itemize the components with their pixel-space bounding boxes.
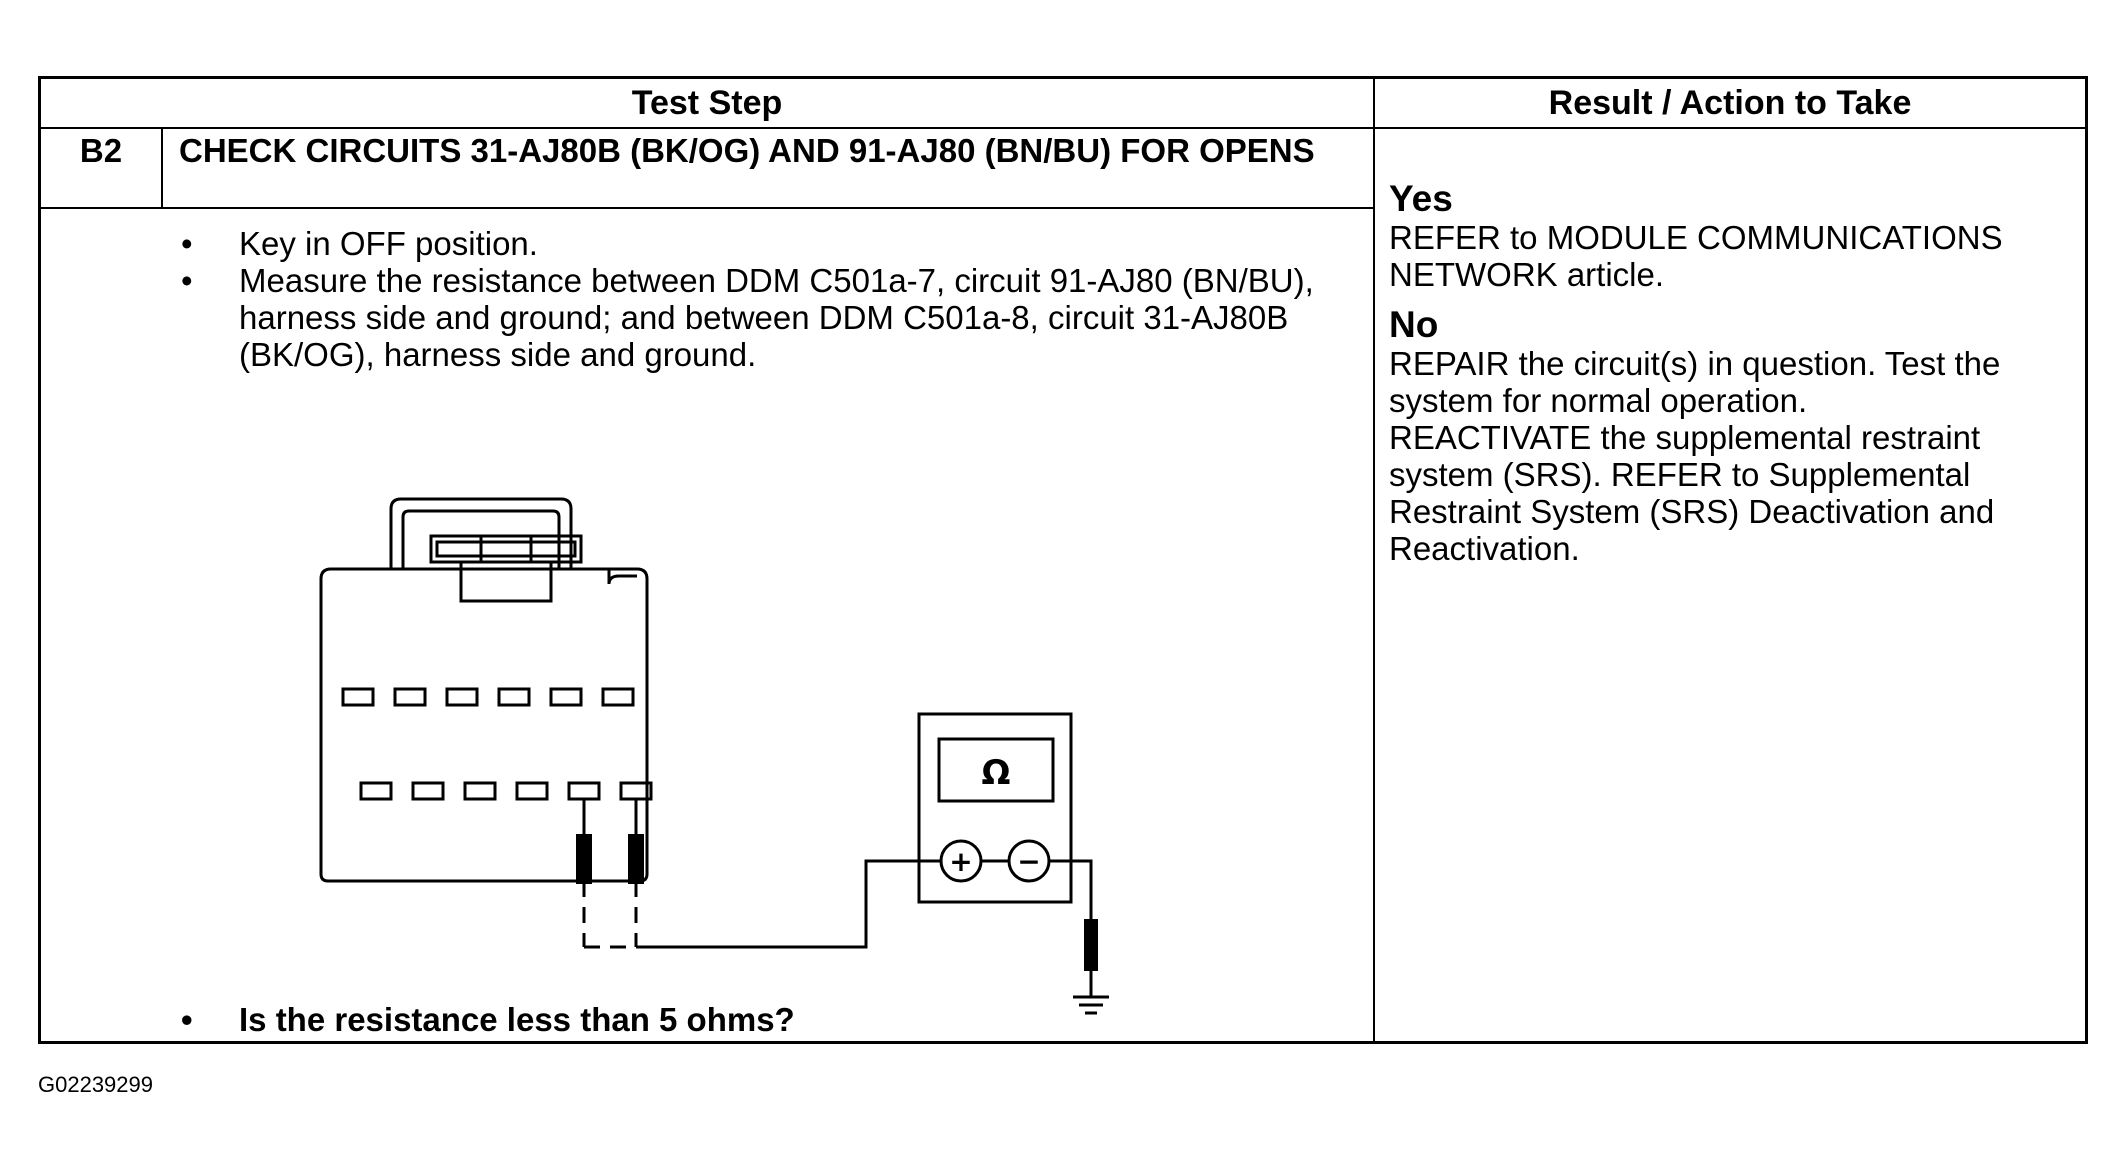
connector-latch <box>389 497 573 569</box>
figure-id: G02239299 <box>38 1072 153 1097</box>
header-result-action: Result / Action to Take <box>1548 84 1912 122</box>
positive-test-lead <box>636 859 929 949</box>
ground-probe <box>1084 919 1098 971</box>
ohmmeter-body <box>917 712 1073 904</box>
title-row-divider <box>41 207 1373 209</box>
step-id: B2 <box>79 132 123 169</box>
ohmmeter-display <box>937 737 1055 803</box>
plus-symbol: + <box>949 845 972 878</box>
no-action-reactivate: REACTIVATE the supplemental restraint sy… <box>1389 419 1995 567</box>
yes-label: Yes <box>1389 178 1453 219</box>
terminal-cavity <box>497 687 531 707</box>
header-test-step: Test Step <box>631 84 783 122</box>
terminal-cavity <box>393 687 427 707</box>
test-step-table: Test Step Result / Action to Take B2 CHE… <box>38 76 2088 1044</box>
terminal-cavity <box>411 781 445 801</box>
instruction-item: Key in OFF position. <box>179 225 1369 262</box>
instruction-item: Measure the resistance between DDM C501a… <box>179 262 1369 373</box>
yes-action: REFER to MODULE COMMUNICATIONS NETWORK a… <box>1389 219 2003 293</box>
minus-symbol: − <box>1017 845 1040 878</box>
no-label: No <box>1389 304 1439 345</box>
terminal-cavity <box>549 687 583 707</box>
terminal-cavity <box>359 781 393 801</box>
step-id-divider <box>161 127 163 207</box>
step-instructions: Key in OFF position. Measure the resista… <box>179 225 1369 373</box>
terminal-cavity <box>445 687 479 707</box>
negative-test-lead <box>1049 859 1093 919</box>
header-divider <box>41 127 2085 129</box>
result-actions: Yes REFER to MODULE COMMUNICATIONS NETWO… <box>1389 179 2079 579</box>
terminal-cavity <box>341 687 375 707</box>
connector-body <box>319 567 649 883</box>
probe-tip <box>576 834 592 884</box>
terminal-cavity <box>601 687 635 707</box>
step-title: CHECK CIRCUITS 31-AJ80B (BK/OG) AND 91-A… <box>179 132 1315 169</box>
column-divider <box>1373 79 1375 1041</box>
step-question: Is the resistance less than 5 ohms? <box>179 1001 1369 1039</box>
probe-tip <box>628 834 644 884</box>
terminal-cavity-7 <box>567 781 601 801</box>
no-action-repair: REPAIR the circuit(s) in question. Test … <box>1389 345 2001 419</box>
connector-ohmmeter-diagram: Ω + − <box>319 497 1109 1015</box>
terminal-cavity <box>463 781 497 801</box>
ohm-symbol: Ω <box>982 753 1011 793</box>
terminal-cavity <box>515 781 549 801</box>
